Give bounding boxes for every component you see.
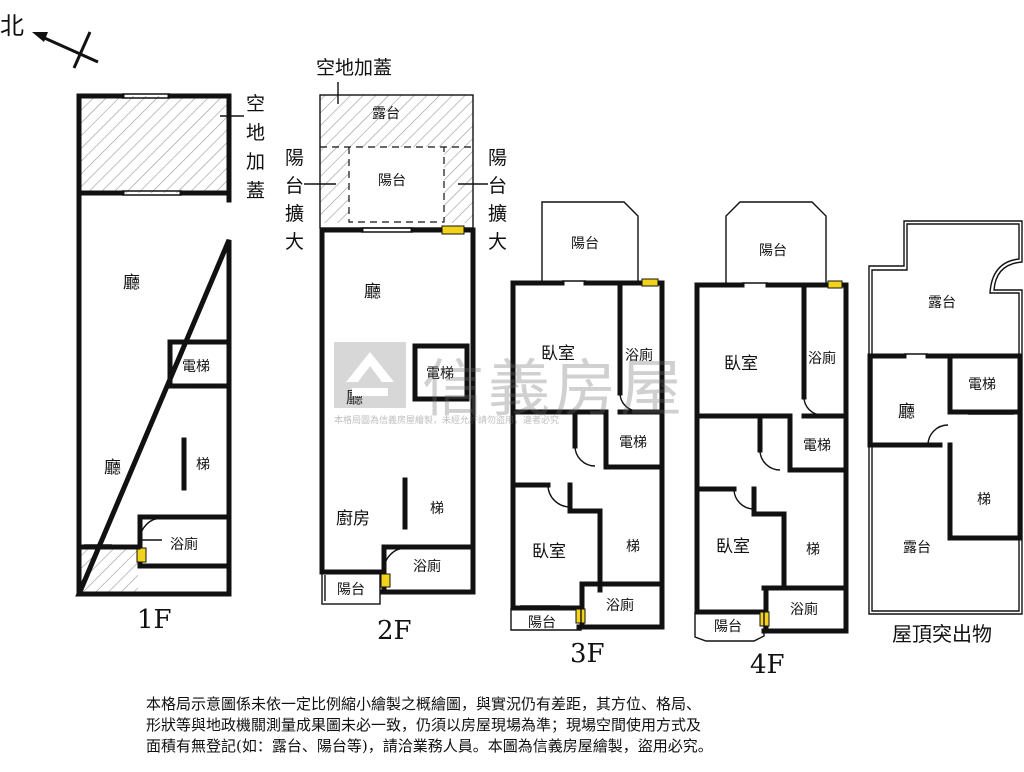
open-space-extension-area xyxy=(79,96,229,193)
room-living-1: 廳 xyxy=(123,273,140,293)
room-stairs: 梯 xyxy=(626,539,640,555)
floor-label-roof: 屋頂突出物 xyxy=(892,622,992,646)
room-elevator: 電梯 xyxy=(426,366,454,382)
room-balcony-top: 陽台 xyxy=(378,173,406,189)
svg-text:台: 台 xyxy=(285,175,304,197)
room-bedroom-2: 臥室 xyxy=(532,542,566,562)
svg-text:大: 大 xyxy=(285,231,304,253)
floor-label-2f: 2F xyxy=(377,616,412,646)
svg-text:加: 加 xyxy=(246,151,265,173)
disclaimer: 本格局示意圖係未依一定比例縮小繪製之概繪圖，與實況仍有差距，其方位、格局、 形狀… xyxy=(146,694,886,757)
svg-text:擴: 擴 xyxy=(285,203,304,225)
room-stairs: 梯 xyxy=(977,492,991,508)
room-stairs: 梯 xyxy=(806,542,820,558)
floor-label-4f: 4F xyxy=(750,650,785,680)
open-space-extension-area-2f xyxy=(320,95,473,147)
room-living-2: 廳 xyxy=(346,388,363,408)
room-terrace-front: 露台 xyxy=(903,540,931,556)
room-bathroom-upper: 浴廁 xyxy=(808,350,836,367)
room-stairs: 梯 xyxy=(196,457,210,473)
room-bedroom-1: 臥室 xyxy=(541,344,575,364)
room-bathroom-upper: 浴廁 xyxy=(625,347,653,364)
left-label-2f: 陽 台 擴 大 xyxy=(285,147,336,253)
room-balcony-back: 陽台 xyxy=(759,243,787,259)
disclaimer-line-3: 面積有無登記(如：露台、陽台等)，請洽業務人員。本圖為信義房屋繪製，盜用必究。 xyxy=(146,737,713,755)
north-arrow: 北 xyxy=(0,12,99,69)
room-elevator: 電梯 xyxy=(968,377,996,393)
room-elevator: 電梯 xyxy=(803,438,831,454)
top-label-2f: 空地加蓋 xyxy=(316,57,392,104)
floor-label-1f: 1F xyxy=(137,605,172,635)
north-label: 北 xyxy=(0,12,24,40)
svg-text:陽: 陽 xyxy=(488,147,507,169)
room-bathroom-lower: 浴廁 xyxy=(606,597,634,614)
room-balcony-front: 陽台 xyxy=(714,619,742,635)
room-bedroom-1: 臥室 xyxy=(724,354,758,374)
svg-text:陽: 陽 xyxy=(285,147,304,169)
room-elevator: 電梯 xyxy=(182,359,210,375)
svg-text:台: 台 xyxy=(488,175,507,197)
room-bathroom-lower: 浴廁 xyxy=(790,601,818,618)
room-living-1: 廳 xyxy=(364,282,381,302)
svg-text:擴: 擴 xyxy=(488,203,507,225)
room-balcony-back: 陽台 xyxy=(571,236,599,252)
svg-text:地: 地 xyxy=(246,122,265,144)
svg-text:空: 空 xyxy=(246,93,265,115)
disclaimer-line-2: 形狀等與地政機關測量成果圖未必一致，仍須以房屋現場為準；現場空間使用方式及 xyxy=(146,716,702,734)
room-stairs: 梯 xyxy=(430,501,444,517)
side-label-1f: 空 地 加 蓋 xyxy=(220,93,265,202)
floor-4f: 陽台 臥室 浴廁 電梯 臥室 梯 浴廁 陽台 4F xyxy=(694,201,849,680)
room-living: 廳 xyxy=(898,402,915,422)
floor-label-3f: 3F xyxy=(570,639,605,669)
room-balcony-front: 陽台 xyxy=(528,615,556,631)
arrow-head-icon xyxy=(32,32,48,42)
room-bathroom: 浴廁 xyxy=(170,536,198,553)
room-bathroom: 浴廁 xyxy=(413,558,441,575)
disclaimer-line-1: 本格局示意圖係未依一定比例縮小繪製之概繪圖，與實況仍有差距，其方位、格局、 xyxy=(146,695,702,713)
room-elevator: 電梯 xyxy=(619,435,647,451)
elevator-2f xyxy=(412,343,470,402)
svg-text:空地加蓋: 空地加蓋 xyxy=(316,57,392,79)
svg-text:大: 大 xyxy=(488,231,507,253)
room-terrace: 露台 xyxy=(372,106,400,122)
floor-3f: 陽台 臥室 浴廁 電梯 臥室 梯 浴廁 陽台 3F xyxy=(510,201,665,669)
room-living-2: 廳 xyxy=(104,458,121,478)
right-label-2f: 陽 台 擴 大 xyxy=(458,147,507,253)
floor-2f: 露台 陽台 廳 廳 電梯 廚房 梯 浴廁 陽台 空地加蓋 陽 台 擴 大 陽 台… xyxy=(285,57,507,646)
floor-1f: 廳 廳 電梯 梯 浴廁 空 地 加 蓋 1F xyxy=(75,93,265,635)
svg-text:蓋: 蓋 xyxy=(246,180,265,202)
room-balcony-front: 陽台 xyxy=(337,582,365,598)
room-kitchen: 廚房 xyxy=(336,508,370,529)
room-terrace-back: 露台 xyxy=(928,295,956,311)
room-bedroom-2: 臥室 xyxy=(716,537,750,557)
floor-roof: 露台 電梯 廳 梯 露台 屋頂突出物 xyxy=(867,220,1023,646)
